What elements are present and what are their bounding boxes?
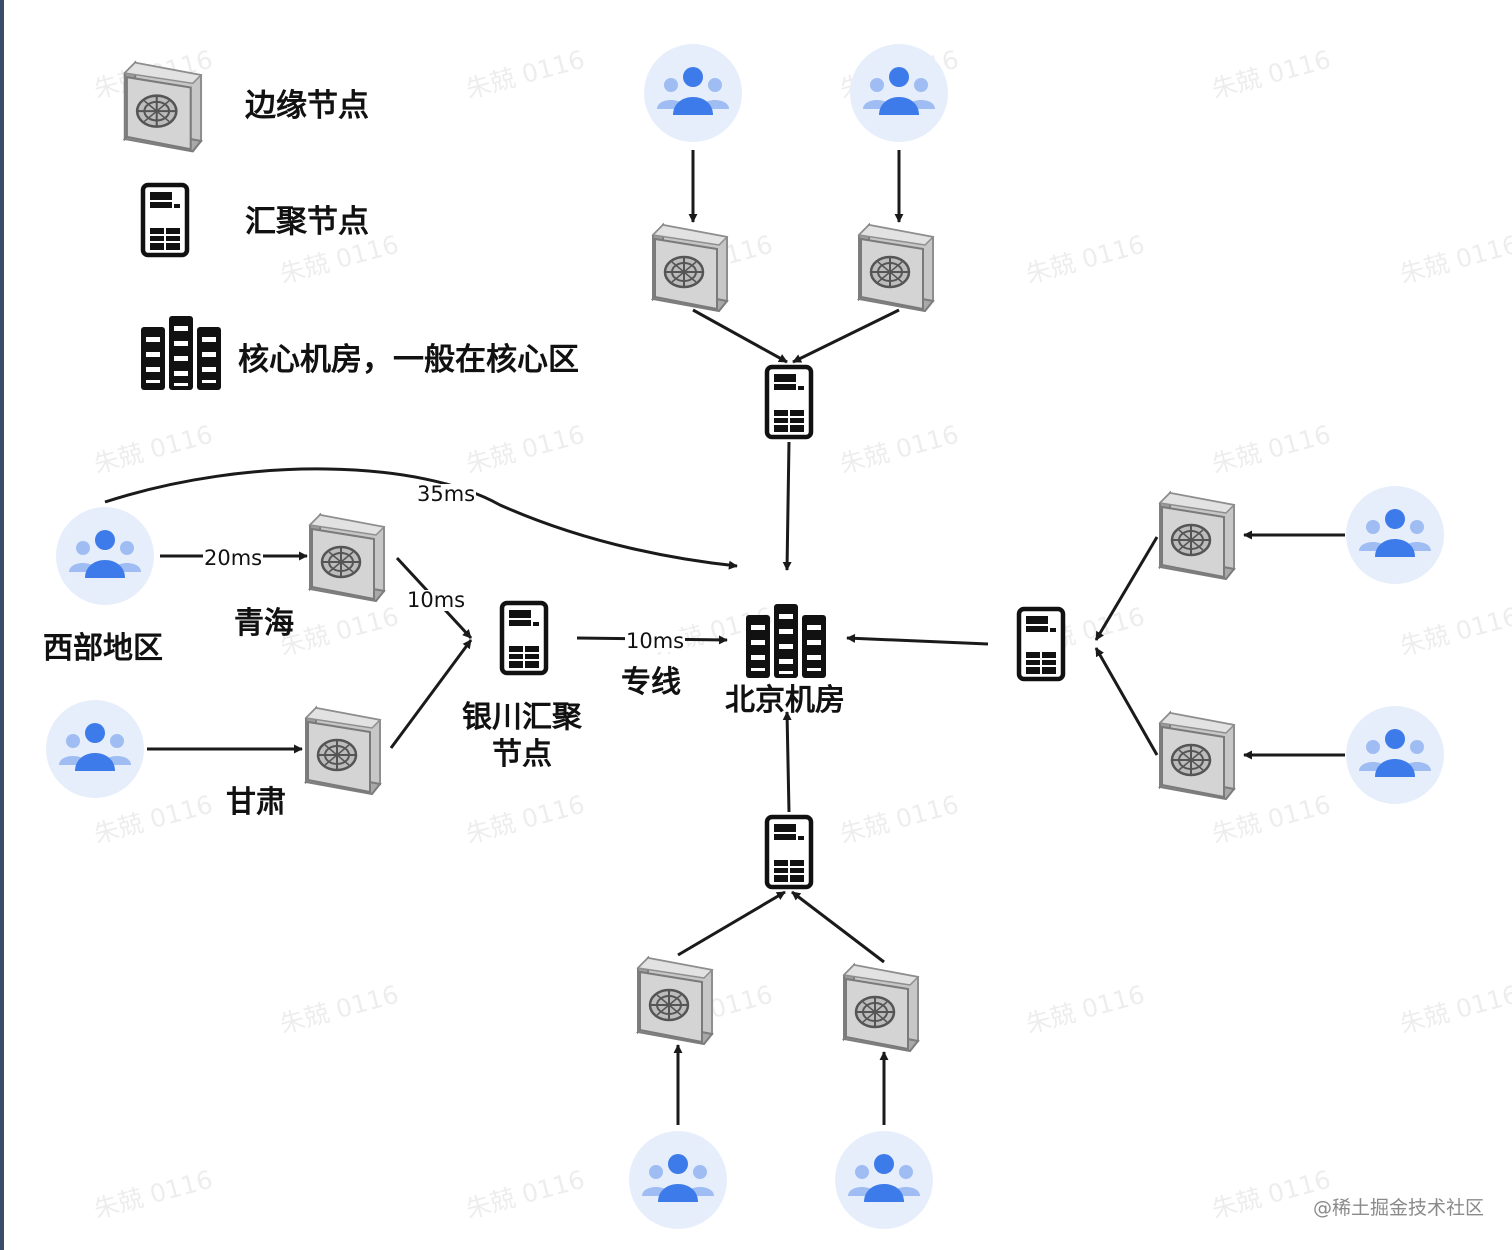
site-credit: @稀土掘金技术社区 — [1312, 1197, 1484, 1219]
users-group-icon — [850, 44, 948, 142]
edge-server-icon — [651, 223, 729, 313]
gansu-users-group-icon — [46, 700, 144, 798]
arrow-bottom-edge1-to-agg — [677, 890, 786, 957]
gansu-edge-server-icon — [304, 706, 382, 796]
users-group-icon — [1346, 706, 1444, 804]
legend-core-room-label: 核心机房，一般在核心区 — [238, 342, 579, 378]
legend-edge-node-label: 边缘节点 — [245, 88, 369, 124]
legend-aggregation-node-label: 汇聚节点 — [245, 204, 369, 240]
arrow-gansu-to-yinchuan — [389, 639, 473, 749]
legend-aggregation-server-icon — [143, 185, 187, 255]
gansu-label: 甘肃 — [226, 785, 286, 820]
legend-edge-server-icon — [123, 61, 203, 153]
edge-server-icon — [857, 223, 935, 313]
aggregation-server-icon — [767, 817, 811, 887]
users-group-icon — [644, 44, 742, 142]
qinghai-label: 青海 — [234, 606, 294, 641]
qinghai-edge-server-icon — [308, 513, 386, 603]
edge-server-icon — [1158, 491, 1236, 581]
legend-core-datacenter-icon — [141, 316, 221, 390]
users-group-icon — [1346, 486, 1444, 584]
aggregation-server-icon — [1019, 609, 1063, 679]
edge-server-icon — [1158, 711, 1236, 801]
arrow-west-to-beijing-direct — [104, 467, 738, 570]
latency-west-to-qinghai: 20ms — [203, 546, 264, 570]
edge-server-icon — [636, 956, 714, 1046]
arrow-bottom-agg-to-beijing — [782, 711, 792, 813]
arrow-top-edge1-to-agg — [692, 308, 788, 364]
connections — [104, 150, 1345, 1125]
arrow-top-agg-to-beijing — [782, 441, 792, 571]
arrow-right-edge1-to-agg — [1094, 536, 1159, 641]
users-group-icon — [835, 1131, 933, 1229]
arrow-top-edge2-to-agg — [792, 308, 900, 364]
beijing-core-datacenter-icon — [746, 604, 826, 678]
west-region-label: 西部地区 — [43, 631, 163, 666]
yinchuan-aggregation-server-icon — [502, 603, 546, 673]
latency-qinghai-to-yinchuan: 10ms — [406, 588, 467, 612]
arrow-right-agg-to-beijing — [846, 633, 989, 646]
latency-yinchuan-to-beijing: 10ms — [625, 629, 686, 653]
dedicated-line-label: 专线 — [621, 665, 681, 700]
latency-west-to-beijing: 35ms — [416, 482, 477, 506]
arrow-right-edge2-to-agg — [1094, 647, 1159, 756]
window-edge — [0, 0, 4, 1250]
edge-server-icon — [842, 963, 920, 1053]
arrow-bottom-edge2-to-agg — [791, 890, 885, 964]
west-users-group-icon — [56, 507, 154, 605]
beijing-room-label: 北京机房 — [725, 683, 845, 718]
yinchuan-agg-label: 银川汇聚 节点 — [462, 700, 582, 772]
users-group-icon — [629, 1131, 727, 1229]
aggregation-server-icon — [767, 367, 811, 437]
